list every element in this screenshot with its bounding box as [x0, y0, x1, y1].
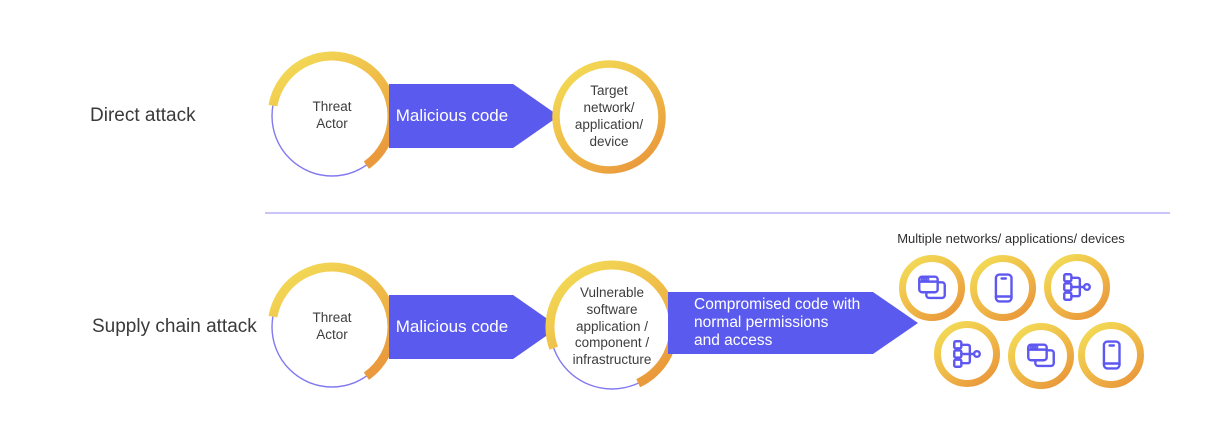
threat-actor-circle-supply: Threat Actor [265, 260, 399, 394]
compromised-code-arrow: Compromised code with normal permissions… [668, 292, 918, 354]
cluster-item-browser-windows [898, 254, 966, 322]
vulnerable-software-label: Vulnerable software application / compon… [572, 284, 652, 368]
direct-attack-label: Direct attack [90, 105, 196, 126]
network-nodes-icon [953, 340, 981, 368]
arrow-label: Compromised code with normal permissions… [694, 296, 861, 349]
cluster-title: Multiple networks/ applications/ devices [897, 231, 1125, 246]
divider-line [265, 212, 1170, 214]
arrow-label: Malicious code [395, 317, 509, 336]
threat-actor-label: Threat Actor [312, 99, 352, 131]
vulnerable-software-circle: Vulnerable software application / compon… [542, 257, 682, 397]
network-nodes-icon [1063, 273, 1091, 301]
browser-windows-icon [918, 275, 946, 300]
threat-actor-circle-direct: Threat Actor [265, 49, 399, 183]
cluster-item-mobile-device [969, 254, 1037, 322]
cluster-item-browser-windows [1007, 322, 1075, 390]
cluster-item-network-nodes [933, 320, 1001, 388]
gradient-ring-graphic [268, 262, 397, 388]
malicious-code-arrow-supply: Malicious code [389, 295, 559, 359]
cluster-item-mobile-device [1077, 321, 1145, 389]
supply-chain-attack-label: Supply chain attack [92, 316, 257, 337]
mobile-device-icon [1102, 340, 1121, 370]
cluster-item-network-nodes [1043, 253, 1111, 321]
target-label: Target network/ application/ device [574, 83, 644, 149]
arrow-label: Malicious code [395, 106, 509, 125]
gradient-ring-graphic [552, 60, 666, 174]
target-circle: Target network/ application/ device [550, 58, 668, 176]
browser-windows-icon [1027, 343, 1055, 368]
gradient-ring-graphic [1078, 322, 1144, 388]
threat-actor-label: Threat Actor [312, 310, 352, 342]
gradient-ring-graphic [970, 255, 1036, 321]
malicious-code-arrow-direct: Malicious code [389, 84, 559, 148]
mobile-device-icon [994, 273, 1013, 303]
